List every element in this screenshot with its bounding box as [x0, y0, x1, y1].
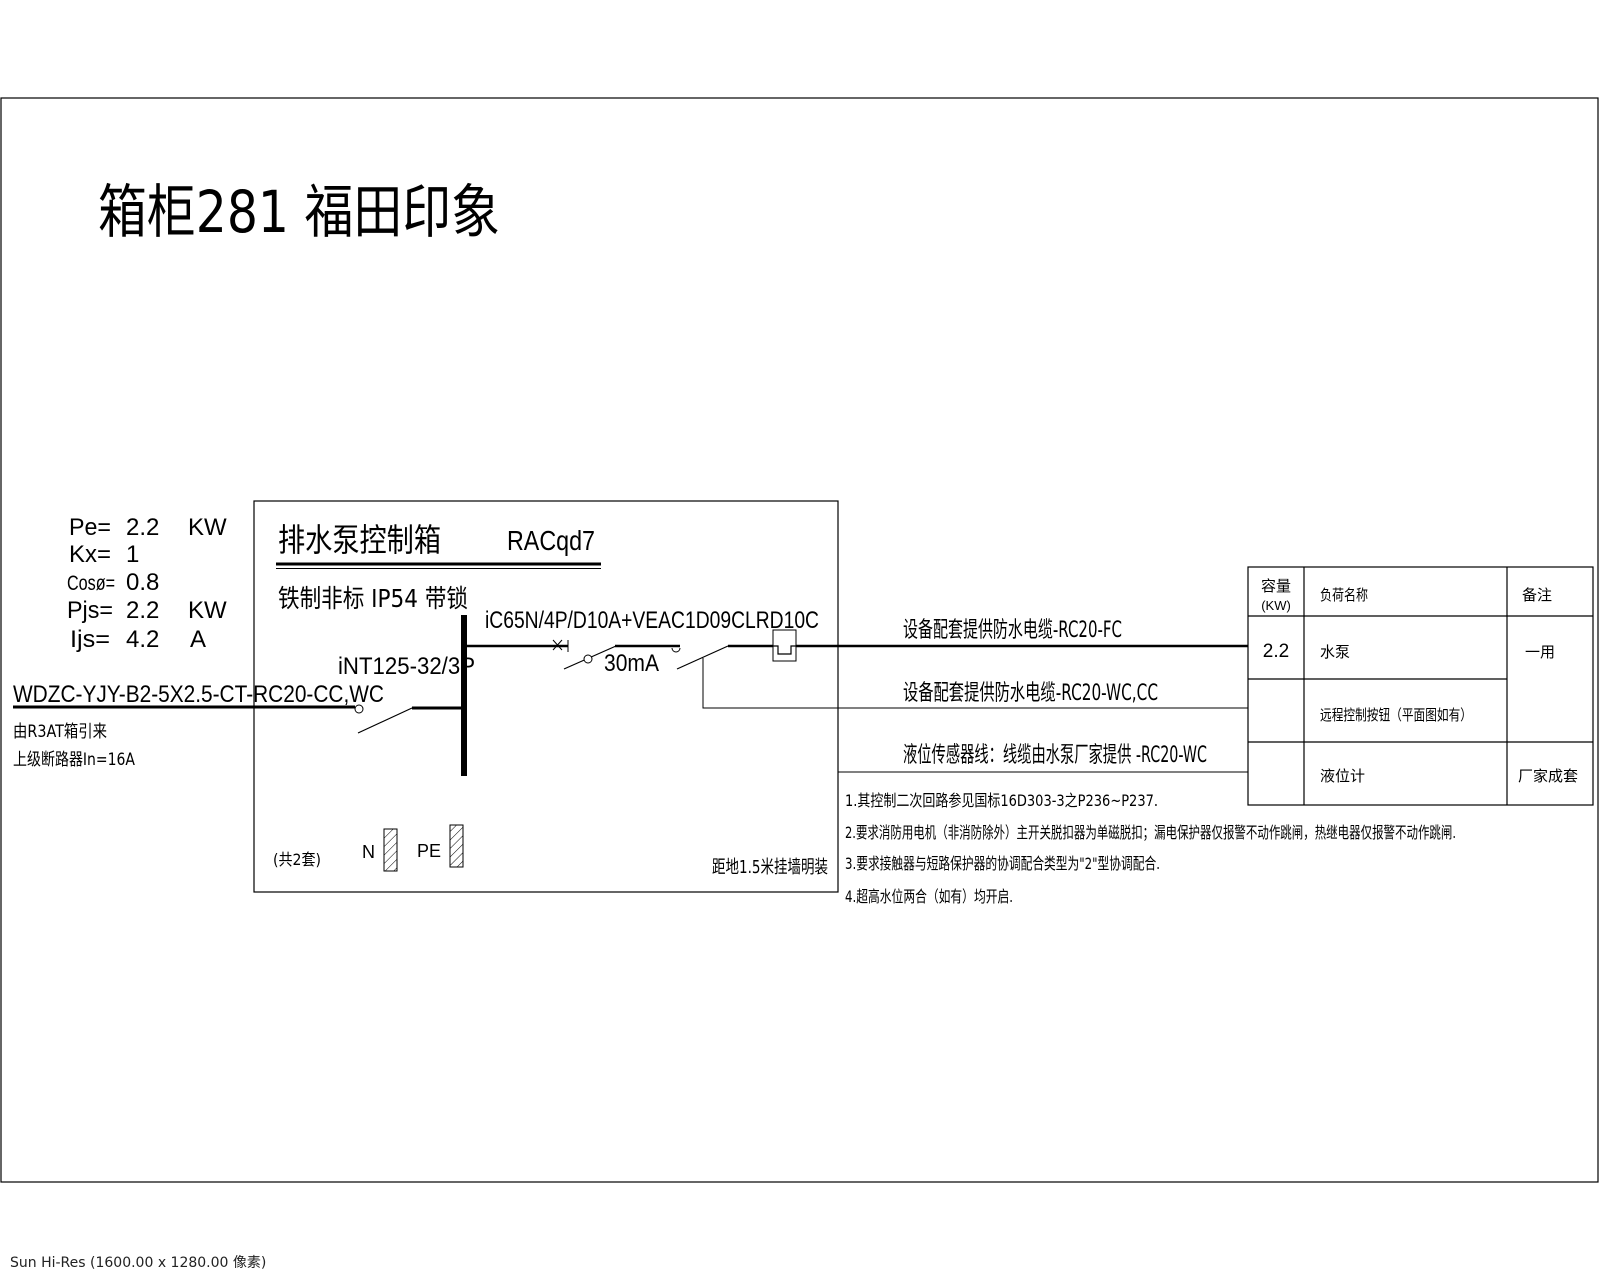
load-parameters: Pe= 2.2 KW Kx= 1 Cosø= 0.8 Pjs= 2.2 KW I…: [67, 514, 227, 653]
note: 2.要求消防用电机（非消防除外）主开关脱扣器为单磁脱扣；漏电保护器仅报警不动作跳…: [845, 823, 1456, 842]
main-breaker-blade: [357, 707, 413, 734]
param-label: Cosø=: [67, 572, 115, 595]
note: 4.超高水位两合（如有）均开启.: [845, 887, 1013, 906]
main-breaker-label: iNT125-32/3P: [338, 653, 475, 680]
table-header-capacity: 容量: [1261, 577, 1291, 595]
rcd-symbol: [583, 654, 593, 664]
thermal-relay-element: [773, 645, 796, 655]
circuit-label: 液位传感器线：线缆由水泵厂家提供 -RC20-WC: [903, 743, 1207, 768]
param-label: Ijs=: [70, 626, 110, 653]
contactor-arc: [671, 647, 681, 653]
table-cell-load: 液位计: [1320, 767, 1365, 785]
param-unit: A: [190, 626, 206, 653]
breaker-x-mark: [552, 639, 569, 652]
control-line: [702, 658, 1248, 709]
table-cell-remark: 一用: [1525, 643, 1555, 661]
param-value: 4.2: [126, 626, 159, 653]
incoming-cable-label: WDZC-YJY-B2-5X2.5-CT-RC20-CC,WC: [13, 681, 384, 708]
param-unit: KW: [188, 514, 227, 541]
upstream-breaker-label: 上级断路器In=16A: [13, 750, 135, 770]
quantity-label: (共2套): [273, 850, 321, 869]
circuit-label: 设备配套提供防水电缆-RC20-FC: [903, 618, 1122, 643]
mounting-label: 距地1.5米挂墙明装: [712, 857, 828, 878]
drawing-frame: [0, 97, 1599, 1183]
note: 1.其控制二次回路参见国标16D303-3之P236~P237.: [845, 791, 1158, 810]
param-value: 1: [126, 541, 139, 568]
rcd-rating-label: 30mA: [604, 650, 659, 677]
drawing-title: 箱柜281 福田印象: [98, 178, 500, 246]
param-value: 2.2: [126, 514, 159, 541]
table-header-load: 负荷名称: [1320, 586, 1368, 604]
table-header-capacity-unit: (KW): [1261, 598, 1291, 613]
table-cell-remark: 厂家成套: [1518, 767, 1578, 785]
circuit-label: 设备配套提供防水电缆-RC20-WC,CC: [903, 681, 1158, 706]
incoming-source-label: 由R3AT箱引来: [13, 722, 107, 742]
control-box-outline: [253, 500, 839, 893]
param-value: 0.8: [126, 569, 159, 596]
n-terminal-bar: [383, 828, 398, 872]
param-label: Kx=: [69, 541, 111, 568]
param-unit: KW: [188, 597, 227, 624]
pe-terminal-bar: [449, 824, 464, 868]
branch-devices-label: iC65N/4P/D10A+VEAC1D09CLRD10C: [485, 607, 819, 634]
box-spec: 铁制非标 IP54 带锁: [278, 584, 468, 613]
image-info-footer: Sun Hi-Res (1600.00 x 1280.00 像素): [10, 1255, 267, 1271]
breaker-contact: [354, 704, 364, 714]
pe-bar-label: PE: [417, 841, 441, 861]
n-bar-label: N: [362, 842, 375, 862]
contactor-blade: [676, 645, 729, 670]
notes: 1.其控制二次回路参见国标16D303-3之P236~P237. 2.要求消防用…: [845, 791, 1456, 906]
param-label: Pjs=: [67, 597, 113, 624]
table-cell-load: 水泵: [1320, 643, 1350, 661]
table-cell-capacity: 2.2: [1263, 641, 1289, 662]
load-table: [1247, 566, 1594, 806]
box-code: RACqd7: [507, 525, 595, 556]
table-header-remark: 备注: [1522, 586, 1552, 604]
box-name: 排水泵控制箱: [278, 521, 441, 559]
param-value: 2.2: [126, 597, 159, 624]
table-cell-load: 远程控制按钮（平面图如有）: [1320, 706, 1472, 724]
param-label: Pe=: [69, 514, 111, 541]
note: 3.要求接触器与短路保护器的协调配合类型为"2"型协调配合.: [845, 854, 1160, 873]
